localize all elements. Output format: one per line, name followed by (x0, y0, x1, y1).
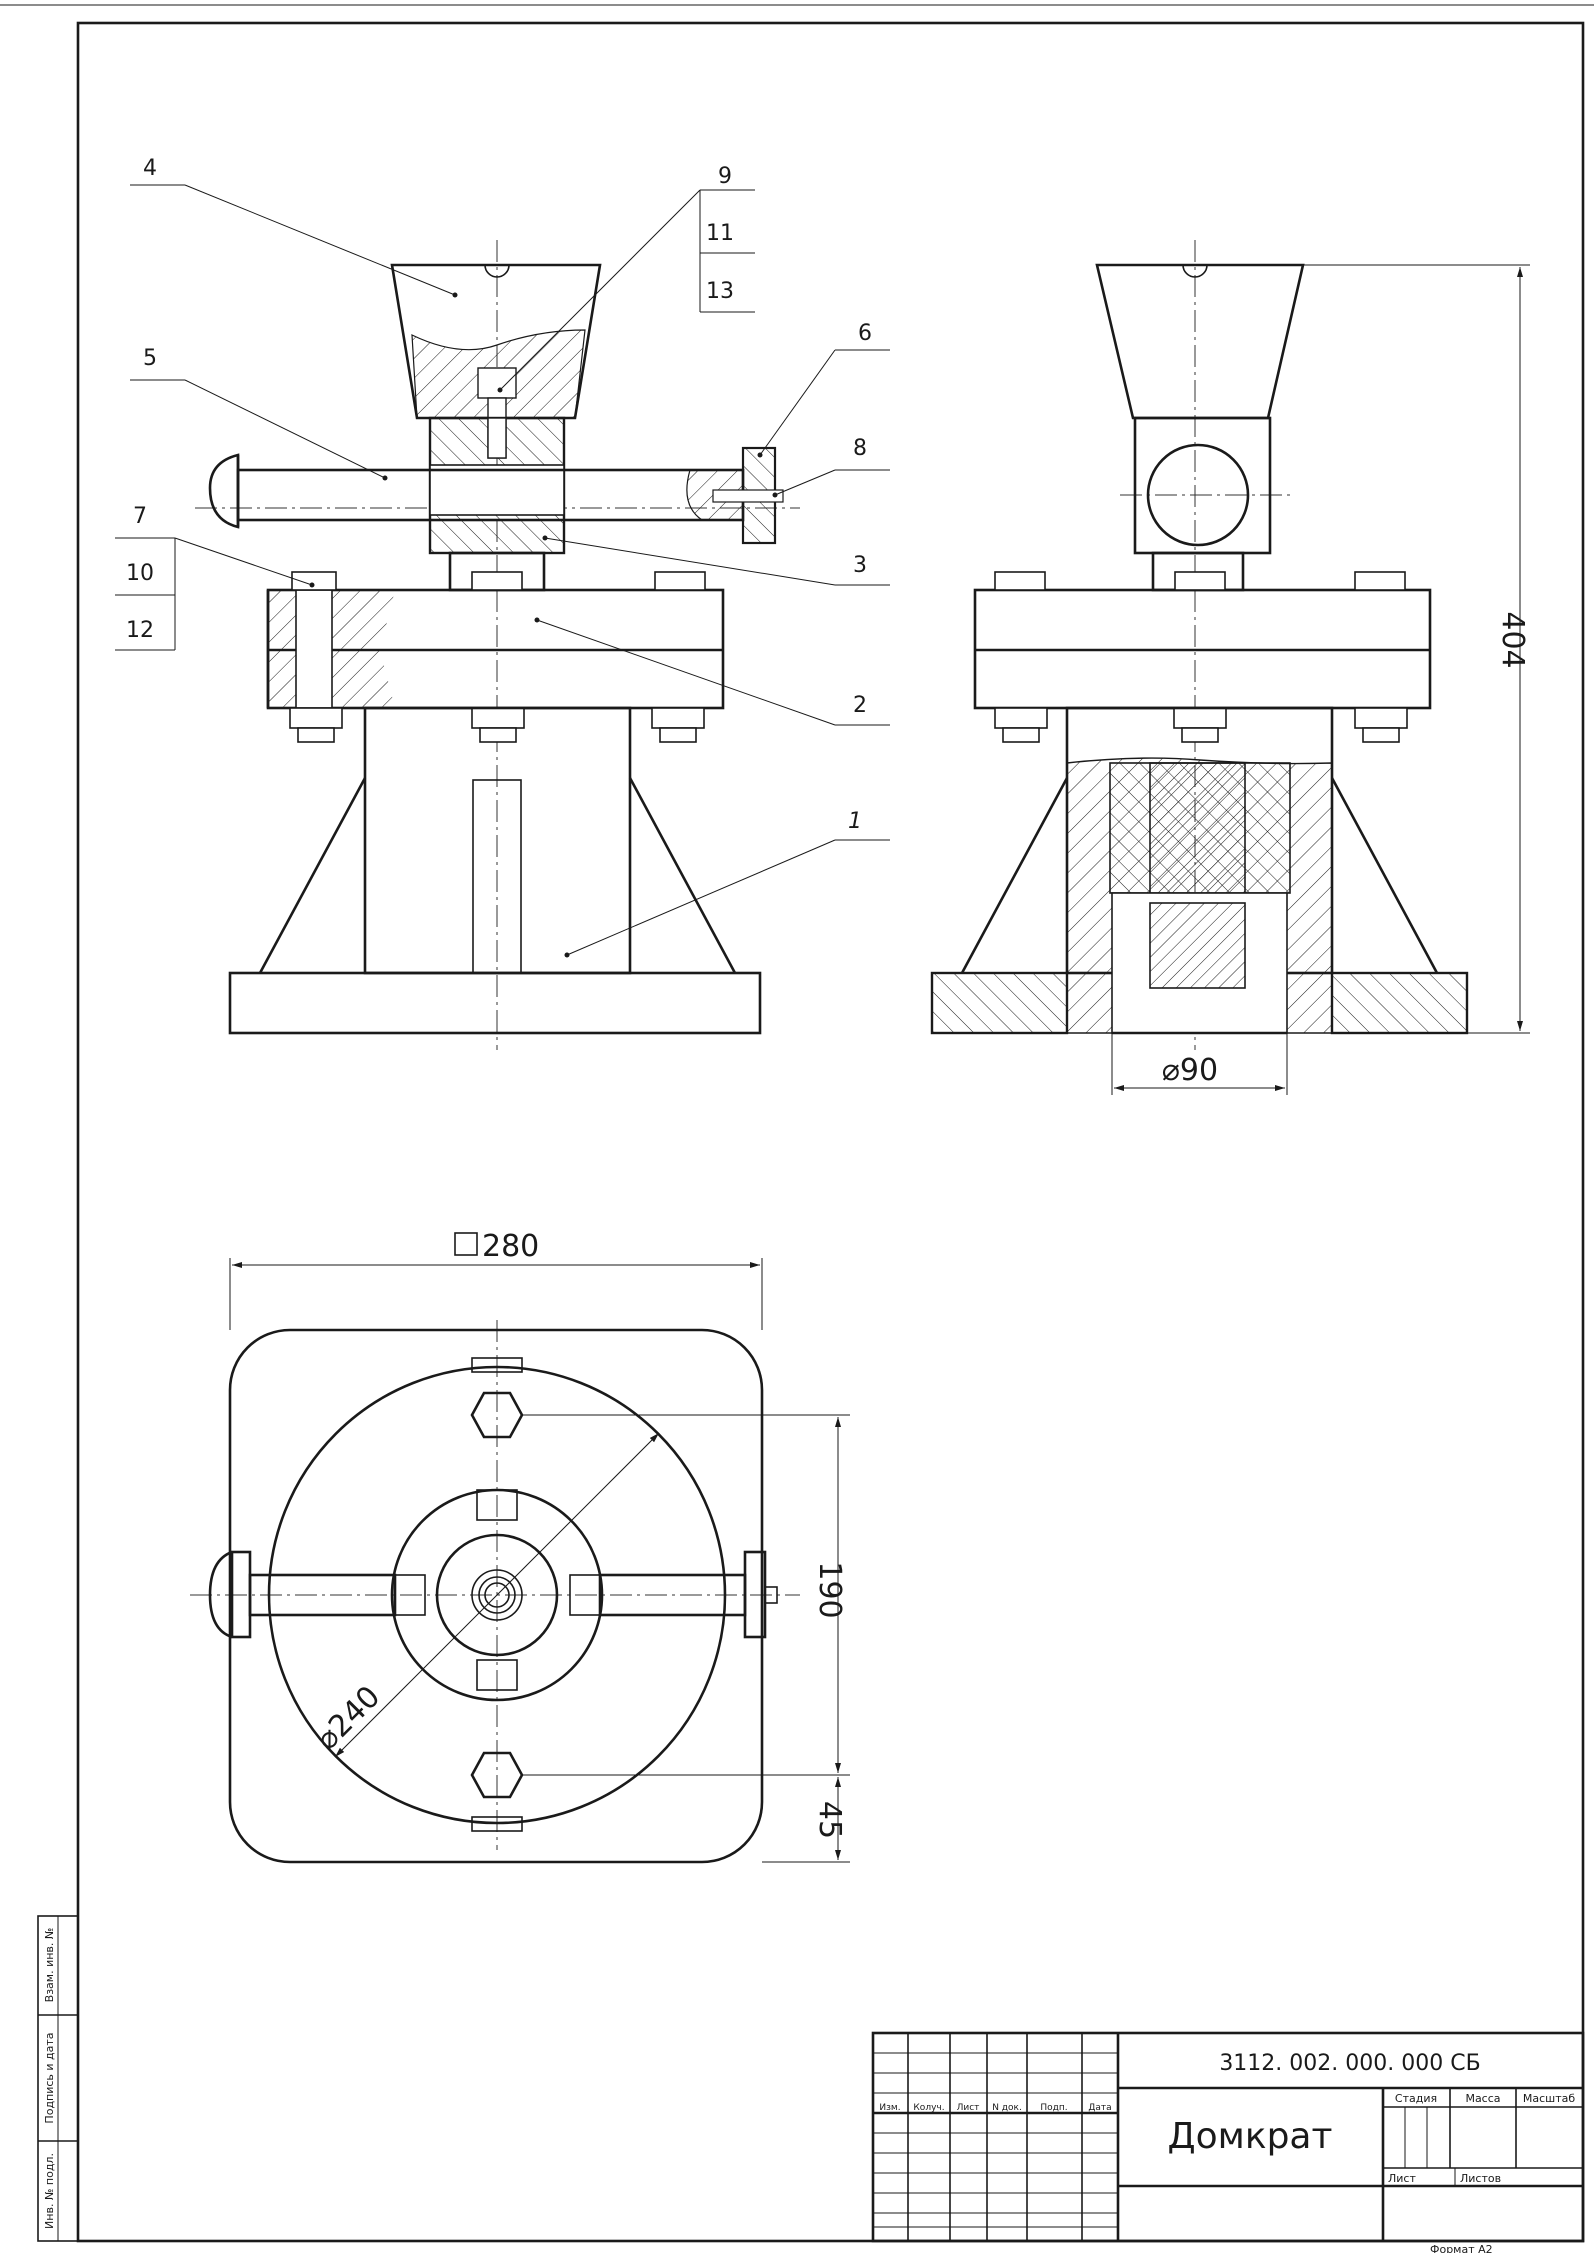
rev-col-podp: Подп. (1040, 2103, 1067, 2113)
scale-header: Масштаб (1523, 2092, 1575, 2105)
callout-11: 11 (706, 221, 734, 246)
callout-4: 4 (143, 156, 157, 181)
dim-190: 190 (522, 1414, 850, 1776)
callout-7: 7 (133, 504, 147, 529)
callout-13: 13 (706, 279, 734, 304)
dim-404: 404 (1303, 264, 1530, 1034)
drawing-frame (76, 21, 1585, 2243)
drawing-name: Домкрат (1168, 2116, 1333, 2157)
callout-12: 12 (126, 618, 154, 643)
callout-5: 5 (143, 346, 157, 371)
top-view (190, 1320, 800, 1864)
front-view (195, 240, 800, 1050)
callout-leaders (115, 184, 890, 958)
mass-header: Масса (1465, 2092, 1500, 2105)
rev-col-data: Дата (1088, 2103, 1111, 2113)
side-strip: Взам. инв. № Подпись и дата Инв. № подл. (37, 1915, 79, 2242)
rev-col-izm: Изм. (879, 2103, 900, 2113)
dim-240-label: ⌀240 (309, 1679, 387, 1757)
rev-col-ndok: N док. (992, 2103, 1022, 2113)
title-block: Изм. Колуч. Лист N док. Подп. Дата 3112.… (871, 2031, 1585, 2253)
side-strip-replace-inv: Взам. инв. № (43, 1928, 56, 2003)
dim-404-label: 404 (1495, 611, 1530, 668)
drawing-code: 3112. 002. 000. 000 СБ (1219, 2051, 1480, 2076)
side-strip-sign-date: Подпись и дата (43, 2032, 56, 2123)
dim-bore-label: ⌀90 (1162, 1053, 1218, 1088)
callout-10: 10 (126, 561, 154, 586)
callout-9: 9 (718, 164, 732, 189)
callout-6: 6 (858, 321, 872, 346)
callout-1: 1 (848, 809, 862, 834)
stage-header: Стадия (1395, 2092, 1437, 2105)
sheets-header: Листов (1460, 2172, 1501, 2185)
sheet-header: Лист (1388, 2172, 1416, 2185)
callout-8: 8 (853, 436, 867, 461)
rev-col-list: Лист (957, 2103, 980, 2113)
dim-280: 280 (229, 1229, 763, 1330)
square-symbol (454, 1232, 478, 1256)
side-view (930, 240, 1469, 1050)
dim-45-label: 45 (812, 1801, 847, 1839)
format-label: Формат А2 (1430, 2243, 1493, 2253)
dim-190-label: 190 (812, 1561, 847, 1618)
dim-45: 45 (762, 1777, 850, 1863)
dim-280-label: 280 (482, 1229, 539, 1264)
callout-3: 3 (853, 553, 867, 578)
dim-bore: ⌀90 (1111, 1033, 1288, 1095)
callout-2: 2 (853, 693, 867, 718)
rev-col-koluch: Колуч. (913, 2103, 944, 2113)
side-strip-orig-inv: Инв. № подл. (43, 2153, 56, 2229)
